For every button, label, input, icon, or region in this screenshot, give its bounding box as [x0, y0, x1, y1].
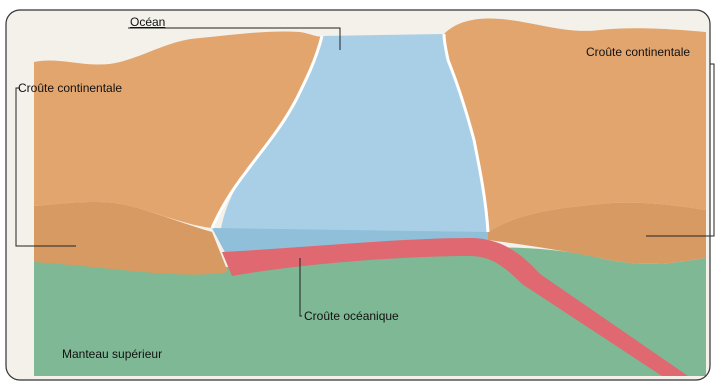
- oceanic-crust-label: Croûte océanique: [304, 310, 399, 322]
- ocean-label: Océan: [130, 16, 165, 28]
- continental-crust-left-label: Croûte continentale: [18, 82, 122, 94]
- upper-mantle-label: Manteau supérieur: [62, 348, 162, 360]
- continental-crust-right-label: Croûte continentale: [586, 46, 690, 58]
